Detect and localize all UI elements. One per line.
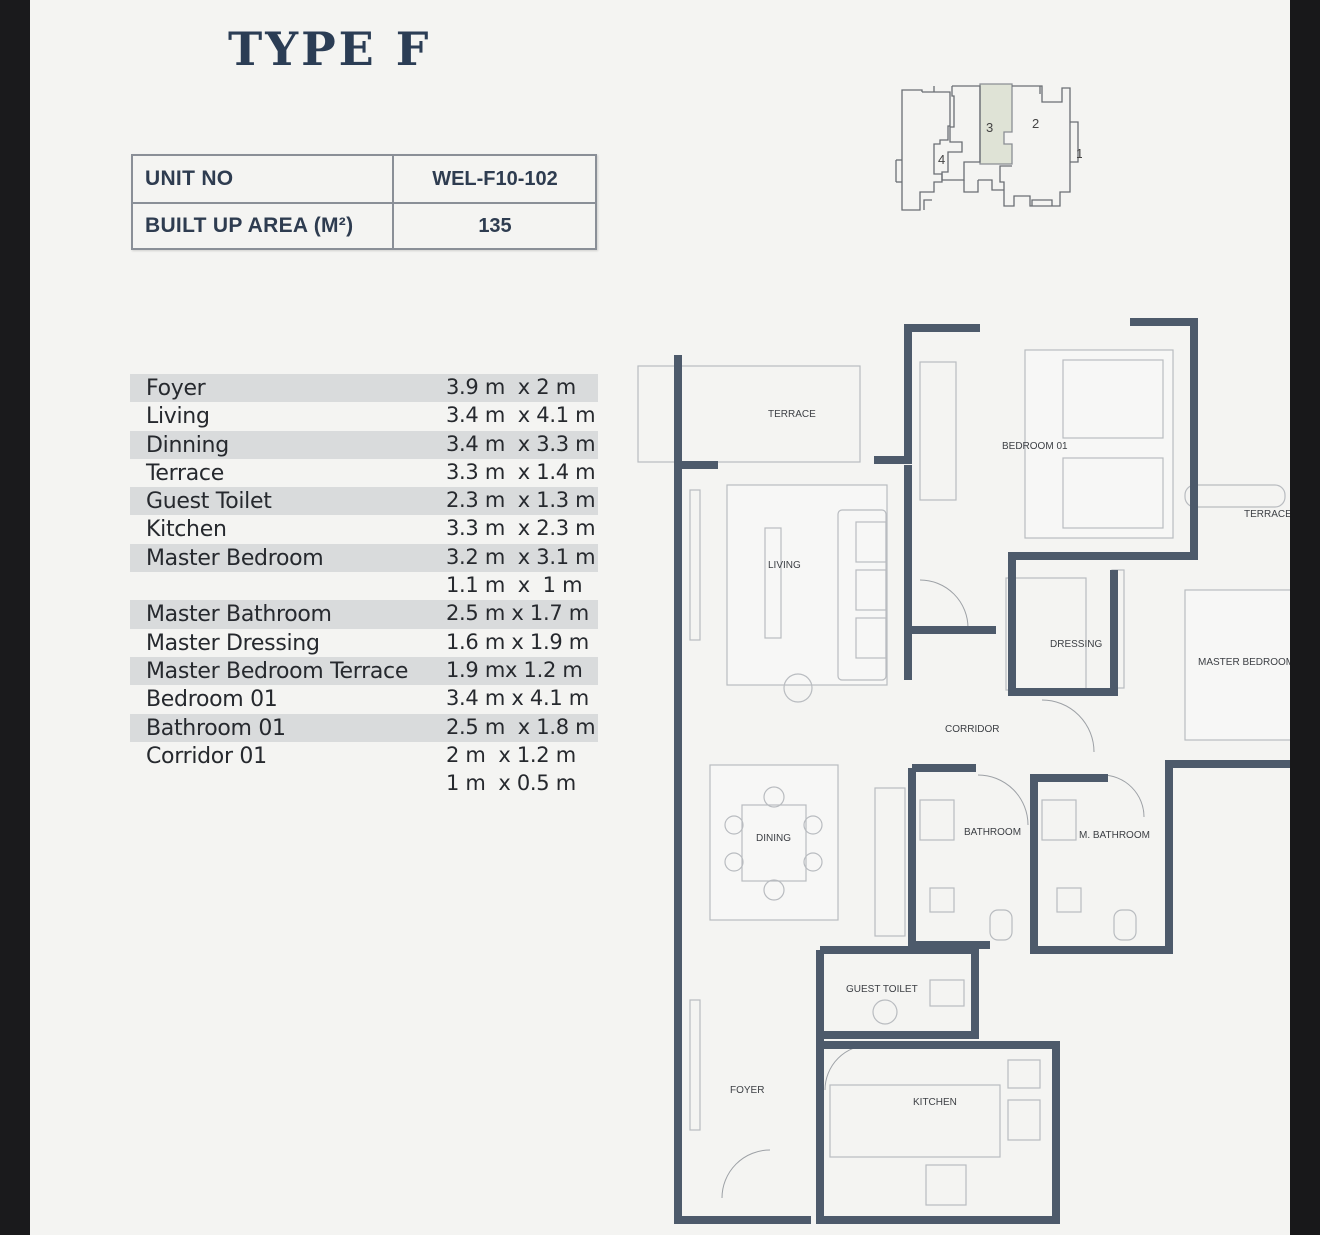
room-size: 3.4 m x 3.3 m bbox=[446, 431, 596, 456]
dimension-row: Kitchen 3.3 m x 2.3 m bbox=[130, 515, 598, 543]
dimension-row: Guest Toilet 2.3 m x 1.3 m bbox=[130, 487, 598, 516]
room-name: Master Bedroom Terrace bbox=[146, 658, 409, 684]
label-dressing: DRESSING bbox=[1050, 639, 1102, 650]
unit-number-value: WEL-F10-102 bbox=[432, 168, 558, 190]
key-plan-unit-3: 3 bbox=[986, 120, 993, 135]
label-dining: DINING bbox=[756, 833, 791, 844]
exterior-wall-west bbox=[674, 355, 811, 1224]
room-size: 3.2 m x 3.1 m bbox=[446, 544, 596, 569]
unit-info-table: UNIT NO WEL-F10-102 BUILT UP AREA (M²) 1… bbox=[131, 154, 597, 250]
dimension-row: Bedroom 01 3.4 m x 4.1 m bbox=[130, 685, 598, 713]
room-size: 3.4 m x 4.1 m bbox=[446, 686, 589, 711]
room-dimensions-list: Foyer 3.9 m x 2 m Living 3.4 m x 4.1 m Din… bbox=[130, 374, 598, 798]
room-name: Guest Toilet bbox=[146, 489, 272, 515]
room-name: Corridor 01 bbox=[146, 743, 267, 769]
room-name: Terrace bbox=[146, 460, 224, 486]
dimension-row: Master Dressing 1.6 m x 1.9 m bbox=[130, 629, 598, 657]
unit-number-row: UNIT NO WEL-F10-102 bbox=[133, 156, 595, 204]
floor-plan: TERRACE BEDROOM 01 TERRACE LIVING DRESSI… bbox=[637, 318, 1290, 1224]
terrace-outline bbox=[637, 365, 861, 463]
room-size: 2 m x 1.2 m bbox=[446, 742, 576, 767]
dimension-row: Corridor 01 2 m x 1.2 m bbox=[130, 742, 598, 770]
room-size: 3.3 m x 2.3 m bbox=[446, 516, 596, 541]
dimension-row: Bathroom 01 2.5 m x 1.8 m bbox=[130, 713, 598, 742]
room-name: Dinning bbox=[146, 432, 229, 458]
label-master-bedroom: MASTER BEDROOM bbox=[1198, 657, 1290, 668]
dimension-row: Master Bedroom Terrace 1.9 mx 1.2 m bbox=[130, 656, 598, 686]
dimension-row: Living 3.4 m x 4.1 m bbox=[130, 402, 598, 430]
room-name: Kitchen bbox=[146, 517, 227, 543]
key-plan-unit-1: 1 bbox=[1076, 146, 1082, 161]
label-bedroom-01: BEDROOM 01 bbox=[1002, 441, 1068, 452]
scan-edge-left bbox=[0, 0, 30, 1235]
dimension-row: 1.1 m x 1 m bbox=[130, 572, 598, 600]
room-size: 3.4 m x 4.1 m bbox=[446, 403, 596, 428]
key-plan-unit-4: 4 bbox=[938, 152, 945, 167]
built-up-area-value: 135 bbox=[478, 215, 512, 237]
label-living: LIVING bbox=[768, 560, 801, 571]
room-size: 2.5 m x 1.7 m bbox=[446, 601, 589, 626]
room-size: 2.3 m x 1.3 m bbox=[446, 488, 596, 513]
room-name: Living bbox=[146, 404, 210, 430]
dimension-row: Dinning 3.4 m x 3.3 m bbox=[130, 430, 598, 459]
label-m-bathroom: M. BATHROOM bbox=[1079, 830, 1150, 841]
built-up-area-label: BUILT UP AREA (M²) bbox=[145, 214, 354, 237]
key-plan-unit-2: 2 bbox=[1032, 116, 1039, 131]
label-master-terrace: TERRACE bbox=[1244, 509, 1290, 520]
dimension-row: Terrace 3.3 m x 1.4 m bbox=[130, 459, 598, 487]
key-plan: 3 2 4 1 bbox=[895, 83, 1082, 211]
label-bathroom: BATHROOM bbox=[964, 827, 1021, 838]
room-name: Master Dressing bbox=[146, 630, 320, 656]
label-foyer: FOYER bbox=[730, 1085, 764, 1096]
room-size: 3.3 m x 1.4 m bbox=[446, 459, 596, 484]
label-kitchen: KITCHEN bbox=[913, 1097, 957, 1108]
key-plan-unit-2-area bbox=[979, 83, 1013, 165]
room-name: Bathroom 01 bbox=[146, 715, 286, 741]
built-up-area-row: BUILT UP AREA (M²) 135 bbox=[133, 203, 595, 249]
table-divider bbox=[392, 156, 394, 248]
room-size: 1.9 mx 1.2 m bbox=[446, 657, 583, 682]
label-corridor: CORRIDOR bbox=[945, 724, 999, 735]
room-size: 1 m x 0.5 m bbox=[446, 771, 576, 796]
room-size: 1.1 m x 1 m bbox=[446, 573, 583, 598]
room-name: Foyer bbox=[146, 376, 206, 401]
dimension-row: Master Bathroom 2.5 m x 1.7 m bbox=[130, 600, 598, 629]
label-terrace: TERRACE bbox=[768, 409, 816, 420]
room-size: 1.6 m x 1.9 m bbox=[446, 629, 589, 654]
label-guest-toilet: GUEST TOILET bbox=[846, 984, 918, 995]
dimension-row: Foyer 3.9 m x 2 m bbox=[130, 374, 598, 403]
room-name: Bedroom 01 bbox=[146, 687, 278, 713]
room-size: 3.9 m x 2 m bbox=[446, 375, 576, 399]
floor-plan-sheet: TYPE F UNIT NO WEL-F10-102 BUILT UP AREA… bbox=[30, 0, 1290, 1235]
dimension-row: Master Bedroom 3.2 m x 3.1 m bbox=[130, 543, 598, 573]
room-size: 2.5 m x 1.8 m bbox=[446, 714, 596, 739]
scan-edge-right bbox=[1290, 0, 1320, 1235]
dimension-row: 1 m x 0.5 m bbox=[130, 770, 598, 798]
room-name: Master Bedroom bbox=[146, 545, 324, 571]
room-name: Master Bathroom bbox=[146, 602, 332, 628]
page-title: TYPE F bbox=[228, 22, 432, 76]
unit-number-label: UNIT NO bbox=[145, 167, 234, 190]
